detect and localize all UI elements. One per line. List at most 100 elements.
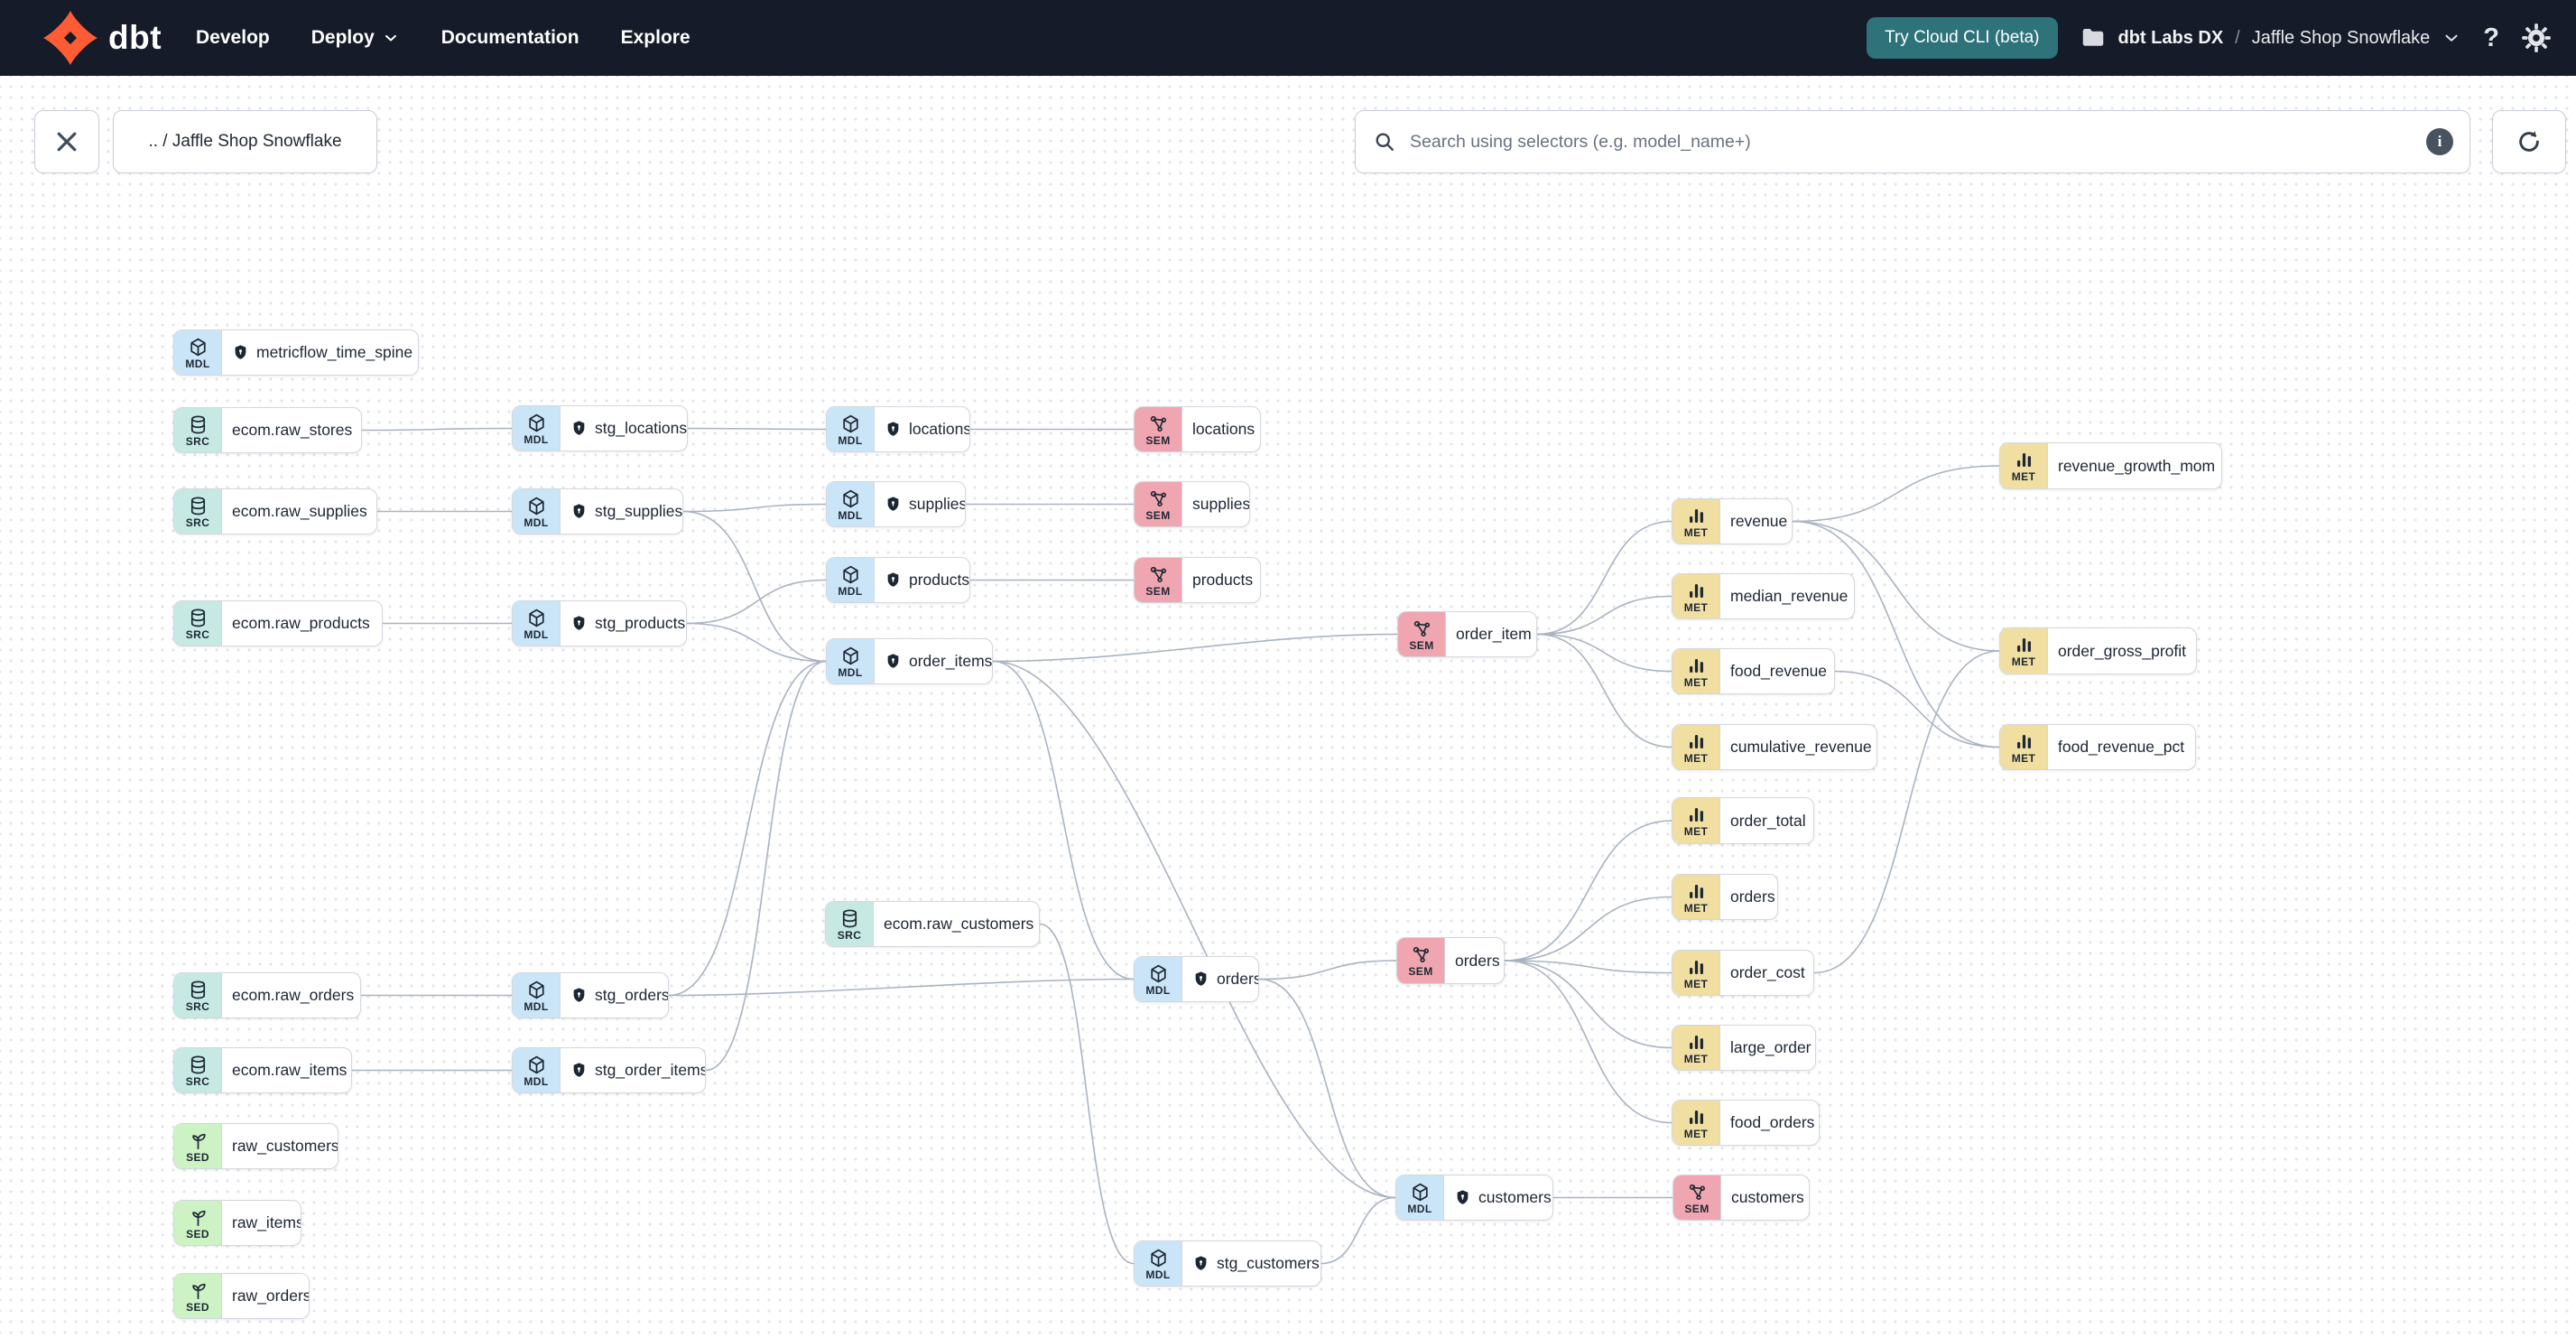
gear-icon[interactable]: [2521, 23, 2552, 53]
node-type-badge: MDL: [513, 489, 561, 534]
breadcrumb[interactable]: .. / Jaffle Shop Snowflake: [113, 110, 377, 173]
edge-sem_orders-to-met_order_cost: [1504, 960, 1673, 974]
model-cube-icon: [1148, 963, 1169, 984]
node-body: large_order: [1720, 1026, 1815, 1070]
node-type-label: SEM: [1684, 1202, 1710, 1215]
node-type-label: MDL: [524, 1074, 549, 1088]
node-type-badge: SED: [174, 1274, 222, 1318]
sem-node-customers[interactable]: SEM customers: [1673, 1175, 1810, 1221]
node-type-badge: MDL: [513, 601, 561, 646]
node-type-label: MET: [1683, 600, 1709, 614]
contract-shield-icon: [570, 503, 588, 520]
nav-item-label: Documentation: [440, 27, 579, 48]
node-type-label: MDL: [524, 432, 549, 446]
contract-shield-icon: [570, 987, 588, 1004]
seedling-icon: [188, 1280, 208, 1301]
edge-mdl_stg_orders-to-mdl_orders: [668, 978, 1135, 997]
node-type-badge: MDL: [827, 482, 875, 526]
account-project-separator: /: [2235, 27, 2240, 48]
node-label: ecom.raw_stores: [232, 421, 353, 439]
search-input[interactable]: [1408, 130, 2415, 153]
dbt-logo-icon: [42, 9, 99, 67]
node-body: food_orders: [1720, 1101, 1819, 1145]
close-lineage-button[interactable]: [34, 110, 99, 173]
nav-item-develop[interactable]: Develop: [196, 27, 270, 49]
node-type-badge: MDL: [174, 330, 222, 375]
node-label: customers: [1731, 1188, 1804, 1206]
edge-sem_order_item-to-met_median_revenue: [1536, 595, 1673, 636]
refresh-icon: [2516, 128, 2543, 155]
project-switcher[interactable]: dbt Labs DX / Jaffle Shop Snowflake: [2080, 24, 2462, 51]
help-icon[interactable]: ?: [2483, 23, 2499, 52]
node-type-badge: SEM: [1397, 938, 1445, 983]
node-label: raw_items: [232, 1213, 301, 1231]
node-type-label: SEM: [1409, 638, 1434, 652]
sed-node-raw_items[interactable]: SED raw_items: [173, 1200, 301, 1246]
refresh-lineage-button[interactable]: [2492, 110, 2566, 173]
bar-chart-icon: [1686, 506, 1707, 526]
edge-sem_order_item-to-met_food_revenue: [1536, 633, 1673, 673]
node-body: ecom.raw_orders: [222, 973, 360, 1017]
search-icon: [1372, 129, 1397, 154]
met-node-median_revenue[interactable]: MET median_revenue: [1672, 573, 1855, 619]
bar-chart-icon: [1686, 1032, 1707, 1053]
contract-shield-icon: [885, 421, 902, 438]
node-type-badge: SED: [174, 1124, 222, 1168]
info-icon[interactable]: i: [2426, 128, 2453, 155]
node-body: order_items: [875, 639, 992, 683]
nav-item-deploy[interactable]: Deploy: [311, 27, 400, 49]
node-type-label: SED: [186, 1227, 209, 1240]
model-cube-icon: [526, 980, 547, 1000]
node-body: stg_products: [561, 601, 686, 646]
node-type-badge: SEM: [1135, 558, 1182, 602]
try-cloud-cli-button[interactable]: Try Cloud CLI (beta): [1867, 17, 2058, 59]
node-body: median_revenue: [1720, 574, 1854, 618]
dbt-logo[interactable]: dbt: [42, 9, 162, 67]
nav-item-documentation[interactable]: Documentation: [441, 27, 579, 49]
mdl-node-stg_locations[interactable]: MDL stg_locations: [512, 405, 688, 451]
node-type-label: SRC: [185, 627, 210, 641]
nav-item-explore[interactable]: Explore: [621, 27, 690, 49]
node-type-badge: MET: [2000, 628, 2048, 674]
node-body: stg_locations: [561, 406, 687, 451]
semantic-graph-icon: [1148, 488, 1169, 509]
node-body: stg_supplies: [561, 489, 682, 534]
